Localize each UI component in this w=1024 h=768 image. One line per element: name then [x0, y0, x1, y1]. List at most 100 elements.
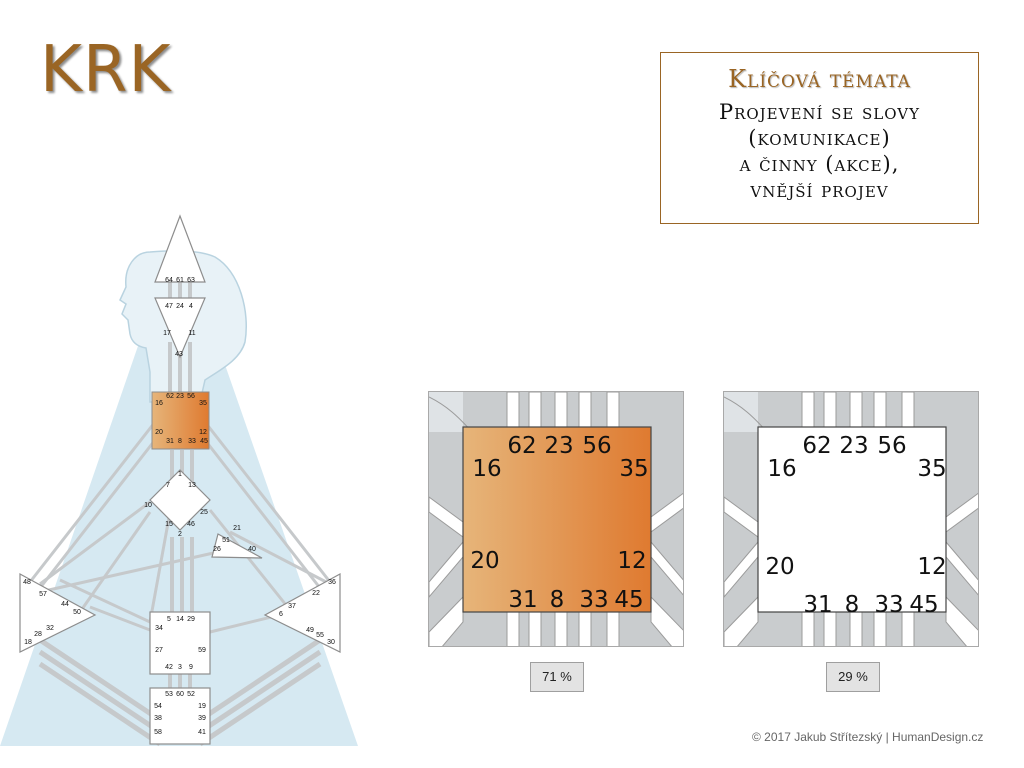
gate-label: 60 [176, 691, 184, 698]
bodygraph-diagram: 64 61 63 47 24 4 17 11 43 62 23 56 16 20… [0, 214, 358, 747]
gate-label: 3 [178, 664, 182, 671]
gate-label: 62 [802, 433, 831, 459]
gate-label: 61 [176, 277, 184, 284]
gate-label: 23 [544, 433, 573, 459]
gate-label: 33 [579, 587, 608, 613]
throat-defined-panel: 62 23 56 16 20 35 12 31 8 33 45 [428, 391, 684, 647]
gate-label: 47 [165, 303, 173, 310]
gate-label: 62 [166, 393, 174, 400]
gate-label: 48 [23, 579, 31, 586]
gate-label: 45 [909, 592, 938, 618]
gate-label: 46 [187, 521, 195, 528]
gate-label: 57 [39, 591, 47, 598]
gate-label: 39 [198, 715, 206, 722]
gate-label: 50 [73, 609, 81, 616]
gate-label: 38 [154, 715, 162, 722]
gate-label: 24 [176, 303, 184, 310]
gate-label: 20 [765, 554, 794, 580]
gate-label: 12 [617, 548, 646, 574]
gate-label: 32 [46, 625, 54, 632]
gate-label: 16 [472, 456, 501, 482]
gate-label: 15 [165, 521, 173, 528]
gate-label: 49 [306, 627, 314, 634]
gate-label: 59 [198, 647, 206, 654]
gate-label: 8 [845, 592, 860, 618]
gate-label: 40 [248, 546, 256, 553]
gate-label: 58 [154, 729, 162, 736]
gate-label: 8 [550, 587, 565, 613]
gate-label: 63 [187, 277, 195, 284]
gate-label: 41 [198, 729, 206, 736]
gate-label: 43 [175, 351, 183, 358]
gate-label: 6 [279, 611, 283, 618]
gate-label: 2 [178, 531, 182, 538]
head-center [154, 214, 206, 283]
copyright-footer: © 2017 Jakub Střítezský | HumanDesign.cz [752, 730, 984, 744]
root-center [149, 687, 211, 745]
gate-label: 4 [189, 303, 193, 310]
gate-label: 30 [327, 639, 335, 646]
gate-label: 12 [917, 554, 946, 580]
gate-label: 31 [166, 438, 174, 445]
gate-label: 31 [508, 587, 537, 613]
solar-plexus-center [263, 572, 341, 653]
gate-label: 45 [200, 438, 208, 445]
gate-label: 35 [619, 456, 648, 482]
throat-center-shape [462, 426, 652, 613]
heart-center [211, 533, 263, 559]
gate-label: 36 [328, 579, 336, 586]
gate-label: 45 [614, 587, 643, 613]
gate-label: 27 [155, 647, 163, 654]
gate-label: 29 [187, 616, 195, 623]
gate-label: 7 [166, 482, 170, 489]
gate-label: 21 [233, 525, 241, 532]
throat-center-shape [757, 426, 947, 613]
gate-label: 23 [839, 433, 868, 459]
key-theme-line: a činny (akce), [739, 152, 900, 176]
gate-label: 20 [470, 548, 499, 574]
gate-label: 37 [288, 603, 296, 610]
gate-label: 5 [167, 616, 171, 623]
throat-open-panel: 62 23 56 16 20 35 12 31 8 33 45 [723, 391, 979, 647]
gate-label: 42 [165, 664, 173, 671]
gate-label: 35 [917, 456, 946, 482]
gate-label: 14 [176, 616, 184, 623]
key-themes-list: Projevení se slovy (komunikace) a činny … [661, 99, 978, 203]
gate-label: 53 [165, 691, 173, 698]
gate-label: 25 [200, 509, 208, 516]
gate-label: 35 [199, 400, 207, 407]
key-theme-line: Projevení se slovy [718, 100, 921, 124]
page-title: KRK [40, 33, 172, 107]
gate-label: 55 [316, 632, 324, 639]
gate-label: 44 [61, 601, 69, 608]
gate-label: 8 [178, 438, 182, 445]
gate-label: 22 [312, 590, 320, 597]
gate-label: 26 [213, 546, 221, 553]
gate-label: 13 [188, 482, 196, 489]
key-themes-heading: Klíčová témata [728, 65, 911, 93]
key-themes-box: Klíčová témata Projevení se slovy (komun… [660, 52, 979, 224]
spleen-center [19, 572, 97, 653]
gate-label: 64 [165, 277, 173, 284]
key-theme-line: (komunikace) [748, 126, 891, 150]
ajna-center [154, 297, 206, 359]
gate-label: 10 [144, 502, 152, 509]
centers [19, 214, 341, 745]
gate-label: 16 [767, 456, 796, 482]
g-center [149, 469, 211, 531]
gate-label: 17 [163, 330, 171, 337]
gate-label: 33 [188, 438, 196, 445]
gate-label: 18 [24, 639, 32, 646]
gate-label: 33 [874, 592, 903, 618]
percent-open-label: 29 % [826, 662, 880, 692]
gate-label: 20 [155, 429, 163, 436]
percent-defined-label: 71 % [530, 662, 584, 692]
gate-label: 1 [178, 471, 182, 478]
gate-label: 56 [187, 393, 195, 400]
gate-label: 12 [199, 429, 207, 436]
gate-label: 52 [187, 691, 195, 698]
gate-label: 23 [176, 393, 184, 400]
gate-label: 9 [189, 664, 193, 671]
gate-label: 54 [154, 703, 162, 710]
gate-label: 56 [877, 433, 906, 459]
